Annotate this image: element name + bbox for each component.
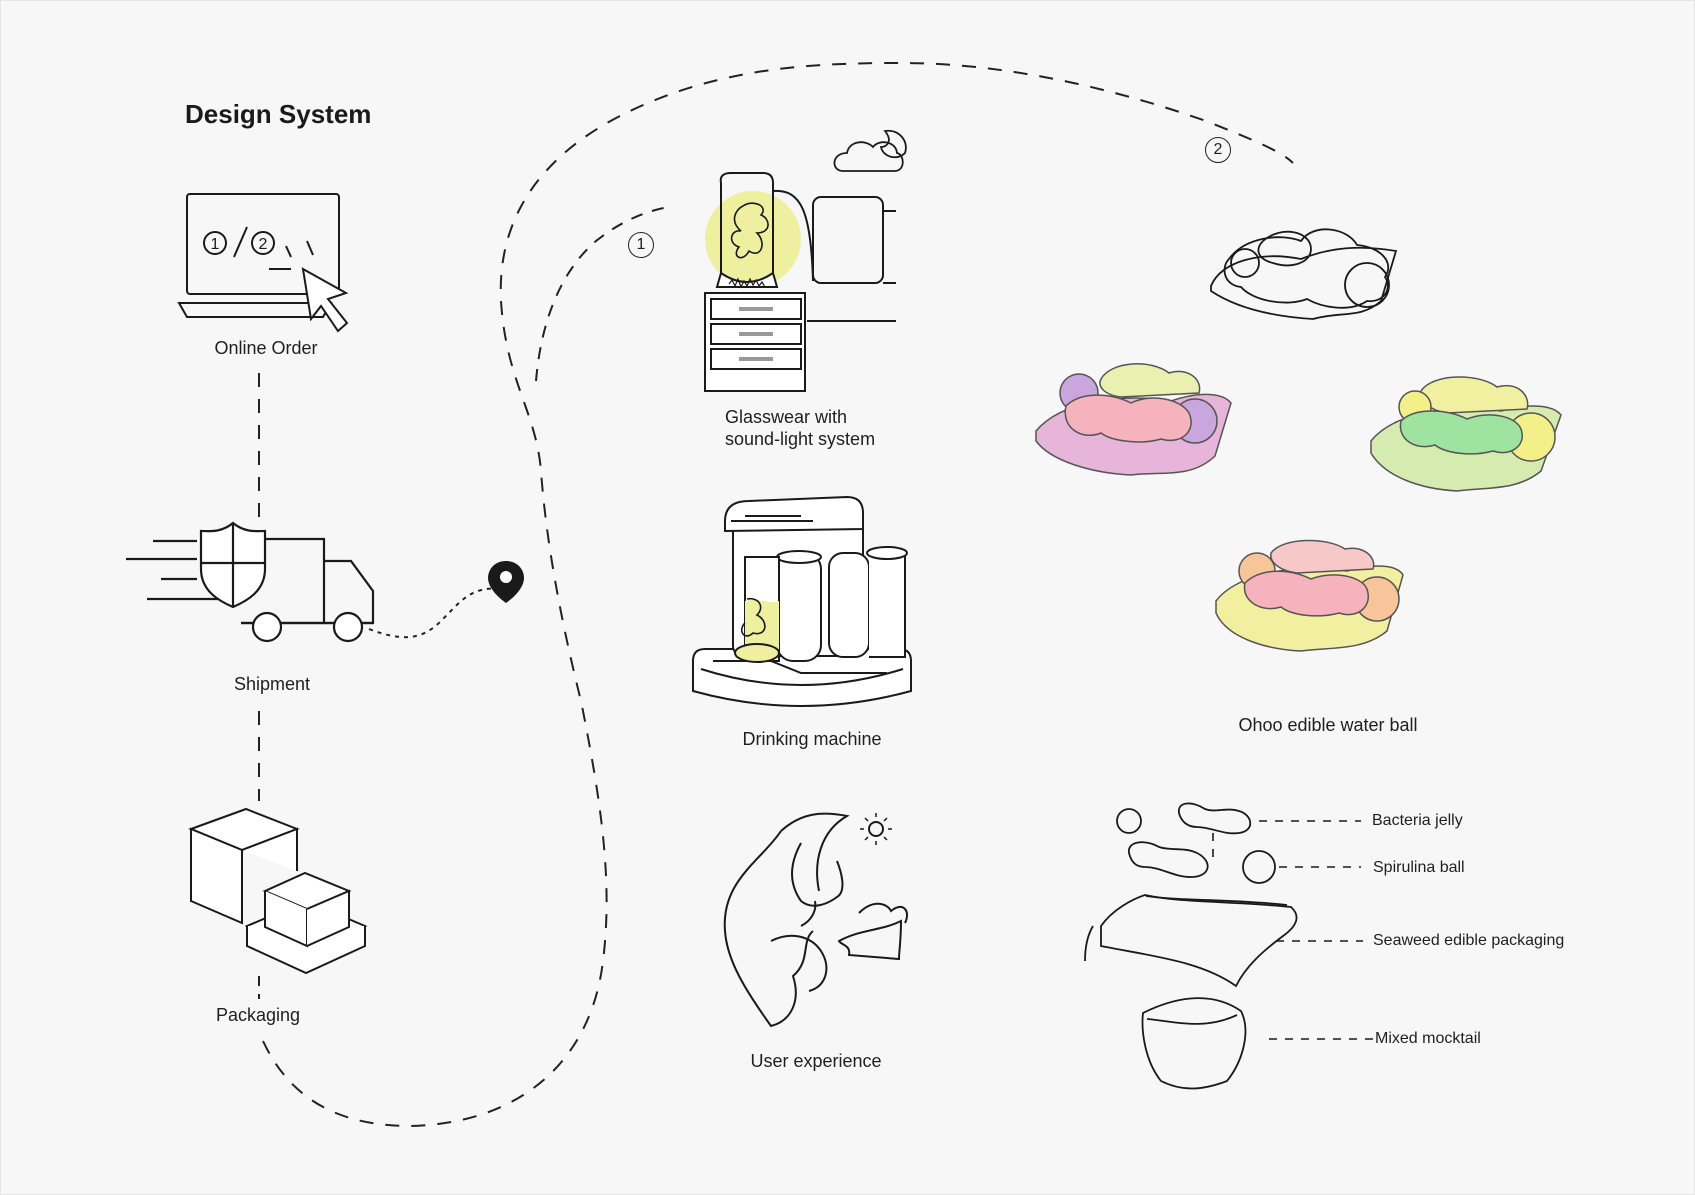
component-leaders [1212, 820, 1373, 1040]
journey-path-outer [262, 61, 1294, 1128]
label-glasswear-line2: sound-light system [725, 429, 876, 449]
label-packaging: Packaging [215, 1005, 301, 1025]
step-marker-1: 1 [628, 232, 654, 258]
label-water-ball: Ohoo edible water ball [1238, 715, 1418, 735]
label-spirulina-ball: Spirulina ball [1373, 859, 1465, 876]
boxes-icon [188, 807, 368, 975]
cloud-moon-icon [833, 129, 907, 172]
water-ball-pink [1035, 363, 1232, 476]
laptop-cursor-icon [177, 193, 349, 333]
order-icon-digit-1: 1 [211, 236, 220, 253]
label-mixed-mocktail: Mixed mocktail [1375, 1030, 1481, 1047]
label-bacteria-jelly: Bacteria jelly [1372, 812, 1463, 829]
step-marker-2: 2 [1205, 137, 1231, 163]
order-icon-digit-2: 2 [259, 236, 268, 253]
label-online-order: Online Order [214, 338, 318, 358]
label-drinking-machine: Drinking machine [742, 729, 882, 749]
water-ball-peach [1215, 539, 1404, 652]
glasswear-illustration [704, 172, 896, 392]
label-glasswear-line1: Glasswear with [725, 407, 848, 427]
label-seaweed-packaging: Seaweed edible packaging [1373, 932, 1565, 949]
label-user-experience: User experience [750, 1051, 882, 1071]
water-ball-outline [1210, 228, 1398, 320]
diagram-title: Design System [185, 99, 372, 129]
components-illustration [1084, 802, 1298, 1090]
user-experience-illustration [723, 812, 909, 1028]
route-truck-pin [368, 587, 502, 639]
location-pin-icon [488, 561, 524, 603]
truck-shield-icon [126, 521, 375, 643]
journey-path-inner [535, 206, 670, 382]
water-ball-green [1370, 376, 1562, 492]
drinking-machine-illustration [692, 495, 912, 707]
label-shipment: Shipment [233, 674, 311, 694]
